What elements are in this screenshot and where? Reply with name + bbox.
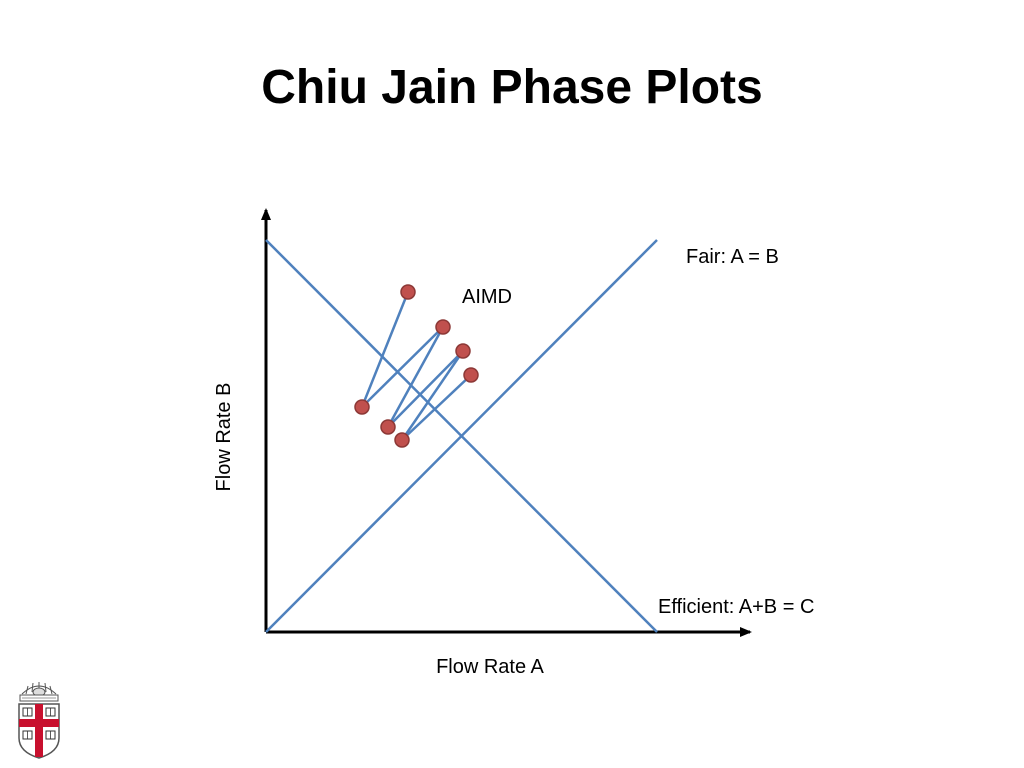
fair-line-label: Fair: A = B: [686, 246, 779, 268]
aimd-points: [354, 284, 479, 448]
trajectory-segment: [387, 350, 464, 428]
trajectory-segment: [360, 291, 410, 408]
trajectory-point: [463, 367, 479, 383]
x-axis-label: Flow Rate A: [436, 656, 544, 678]
trajectory-point: [380, 419, 396, 435]
trajectory-point: [435, 319, 451, 335]
efficiency-line-label: Efficient: A+B = C: [658, 596, 814, 618]
trajectory-point: [354, 399, 370, 415]
efficiency-line: [265, 239, 658, 633]
slide-title: Chiu Jain Phase Plots: [261, 61, 763, 114]
trajectory-point: [455, 343, 471, 359]
trajectory-point: [394, 432, 410, 448]
aimd-trajectory: [360, 291, 472, 441]
trajectory-segment: [386, 326, 445, 428]
trajectory-segment: [400, 350, 465, 441]
trajectory-segment: [401, 374, 472, 441]
trajectory-segment: [361, 326, 444, 408]
aimd-label: AIMD: [462, 286, 512, 308]
y-axis-label: Flow Rate B: [213, 383, 235, 492]
university-shield-icon: [18, 682, 60, 759]
trajectory-point: [400, 284, 416, 300]
